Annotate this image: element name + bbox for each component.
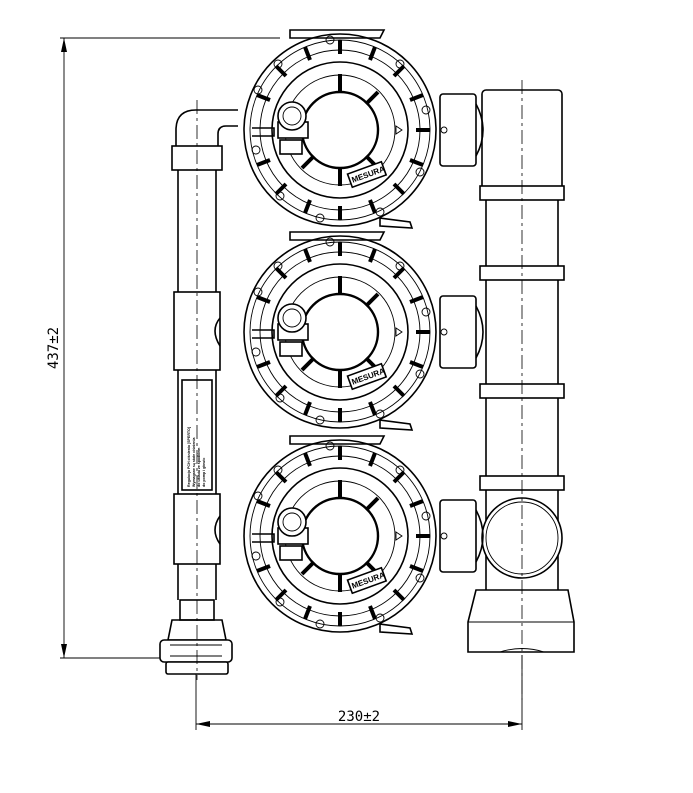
valve-3-bolts <box>251 441 431 629</box>
valve-2: MESURA <box>243 231 437 431</box>
valve-3: MESURA <box>243 435 437 635</box>
valve-2-bolts <box>251 237 431 425</box>
svg-text:do pomp i głowic: do pomp i głowic <box>202 458 206 487</box>
valve-1-gauge <box>252 101 309 155</box>
valve-1: MESURA <box>243 29 437 229</box>
height-dimension: 437±2 <box>46 37 280 659</box>
valve-1-bolts <box>251 35 431 223</box>
svg-text:do układu ze spadkiem: do układu ze spadkiem <box>197 448 201 487</box>
width-dimension: 230±2 <box>195 655 523 730</box>
valve-3-gauge <box>252 507 309 561</box>
right-pipe <box>439 80 575 700</box>
pipe-label: Regulacja PCH ciśnienia [SPERTO] Wymagan… <box>187 427 206 487</box>
valve-2-gauge <box>252 303 309 357</box>
valve-3-spokes <box>256 446 430 626</box>
height-dimension-label: 437±2 <box>46 327 62 369</box>
width-dimension-label: 230±2 <box>338 709 380 725</box>
svg-text:Regulacja PCH ciśnienia [SPERT: Regulacja PCH ciśnienia [SPERTO] <box>187 427 191 487</box>
left-pipe: Regulacja PCH ciśnienia [SPERTO] Wymagan… <box>159 100 238 680</box>
svg-text:Wymagane są stałe ciśnienia: Wymagane są stałe ciśnienia <box>192 437 196 487</box>
